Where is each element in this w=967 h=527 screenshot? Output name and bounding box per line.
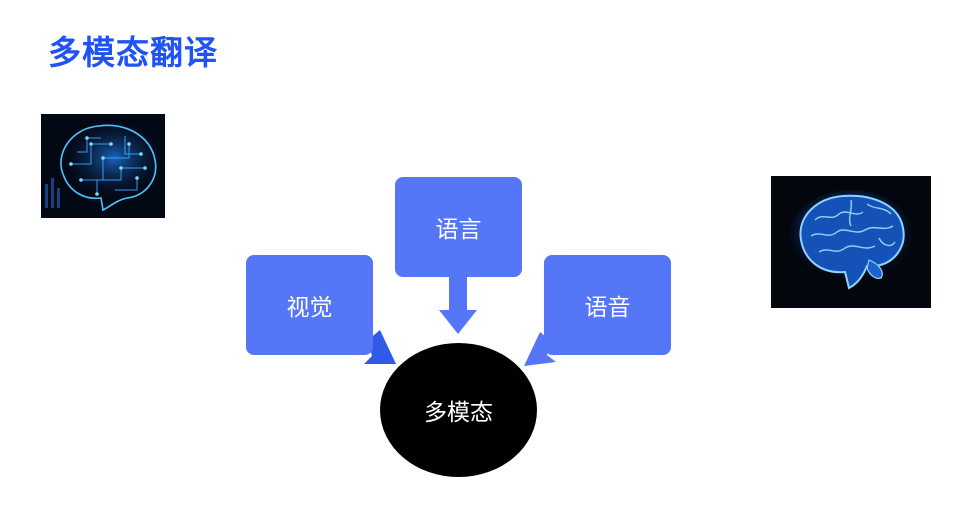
node-speech-label: 语音 (584, 295, 631, 321)
node-speech: 语音 (544, 255, 671, 355)
node-vision-label: 视觉 (286, 295, 333, 321)
node-vision: 视觉 (246, 255, 373, 355)
glowing-brain-image (771, 176, 931, 308)
node-language: 语言 (395, 177, 522, 277)
node-multimodal: 多模态 (380, 343, 537, 477)
circuit-brain-image (41, 114, 165, 218)
node-language-label: 语言 (435, 217, 482, 243)
arrow-language-to-center (439, 277, 477, 334)
slide-title: 多模态翻译 (48, 33, 218, 72)
node-multimodal-label: 多模态 (424, 400, 493, 426)
